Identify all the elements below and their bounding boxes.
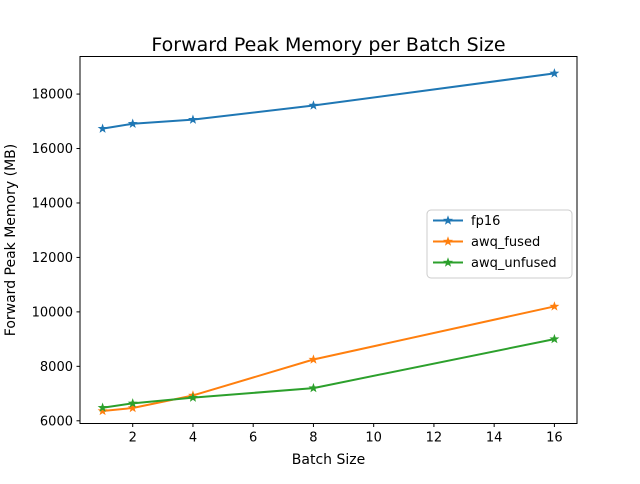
legend-label: awq_fused bbox=[471, 235, 540, 250]
legend-label: awq_unfused bbox=[471, 256, 557, 271]
series-marker-awq_unfused bbox=[549, 333, 560, 344]
series-marker-awq_fused bbox=[308, 354, 319, 364]
series-marker-awq_fused bbox=[127, 402, 138, 413]
series-marker-awq_fused bbox=[549, 301, 560, 311]
y-axis-label: Forward Peak Memory (MB) bbox=[3, 144, 19, 336]
y-tick-label: 12000 bbox=[32, 251, 73, 266]
y-tick-label: 18000 bbox=[32, 88, 73, 103]
x-tick-label: 8 bbox=[309, 430, 317, 445]
legend: fp16 awq_fused awq_unfused bbox=[426, 209, 573, 279]
axes-spines bbox=[79, 56, 578, 424]
x-tick-label: 6 bbox=[249, 430, 257, 445]
legend-label: fp16 bbox=[471, 214, 500, 229]
legend-marker-awq_fused bbox=[443, 236, 453, 246]
series-marker-awq_unfused bbox=[97, 402, 108, 412]
legend-marker-awq_unfused bbox=[443, 257, 453, 267]
series-marker-awq_unfused bbox=[308, 382, 319, 393]
legend-entry-awq_fused: awq_fused bbox=[433, 235, 540, 250]
x-tick-label: 14 bbox=[486, 430, 503, 445]
x-tick-label: 10 bbox=[365, 430, 382, 445]
series-marker-fp16 bbox=[549, 68, 560, 78]
series-marker-fp16 bbox=[308, 100, 319, 110]
x-tick-label: 12 bbox=[426, 430, 443, 445]
series-marker-awq_unfused bbox=[188, 392, 198, 402]
series-marker-fp16 bbox=[127, 118, 138, 128]
y-tick-label: 14000 bbox=[32, 197, 73, 212]
legend-box bbox=[426, 209, 573, 279]
x-tick-label: 2 bbox=[129, 430, 137, 445]
y-tick-label: 10000 bbox=[32, 305, 73, 320]
series-marker-fp16 bbox=[188, 114, 198, 124]
y-tick-label: 16000 bbox=[32, 142, 73, 157]
x-axis-label: Batch Size bbox=[292, 452, 365, 468]
y-tick-label: 8000 bbox=[40, 360, 73, 375]
chart-title: Forward Peak Memory per Batch Size bbox=[151, 34, 505, 56]
legend-marker-fp16 bbox=[443, 215, 453, 225]
legend-entry-awq_unfused: awq_unfused bbox=[433, 256, 557, 271]
legend-entry-fp16: fp16 bbox=[433, 214, 500, 229]
y-tick-label: 6000 bbox=[40, 414, 73, 429]
x-tick-label: 4 bbox=[189, 430, 197, 445]
series-marker-fp16 bbox=[97, 123, 108, 133]
x-tick-label: 16 bbox=[546, 430, 563, 445]
series-marker-awq_unfused bbox=[127, 398, 138, 408]
series-marker-awq_fused bbox=[97, 405, 108, 416]
